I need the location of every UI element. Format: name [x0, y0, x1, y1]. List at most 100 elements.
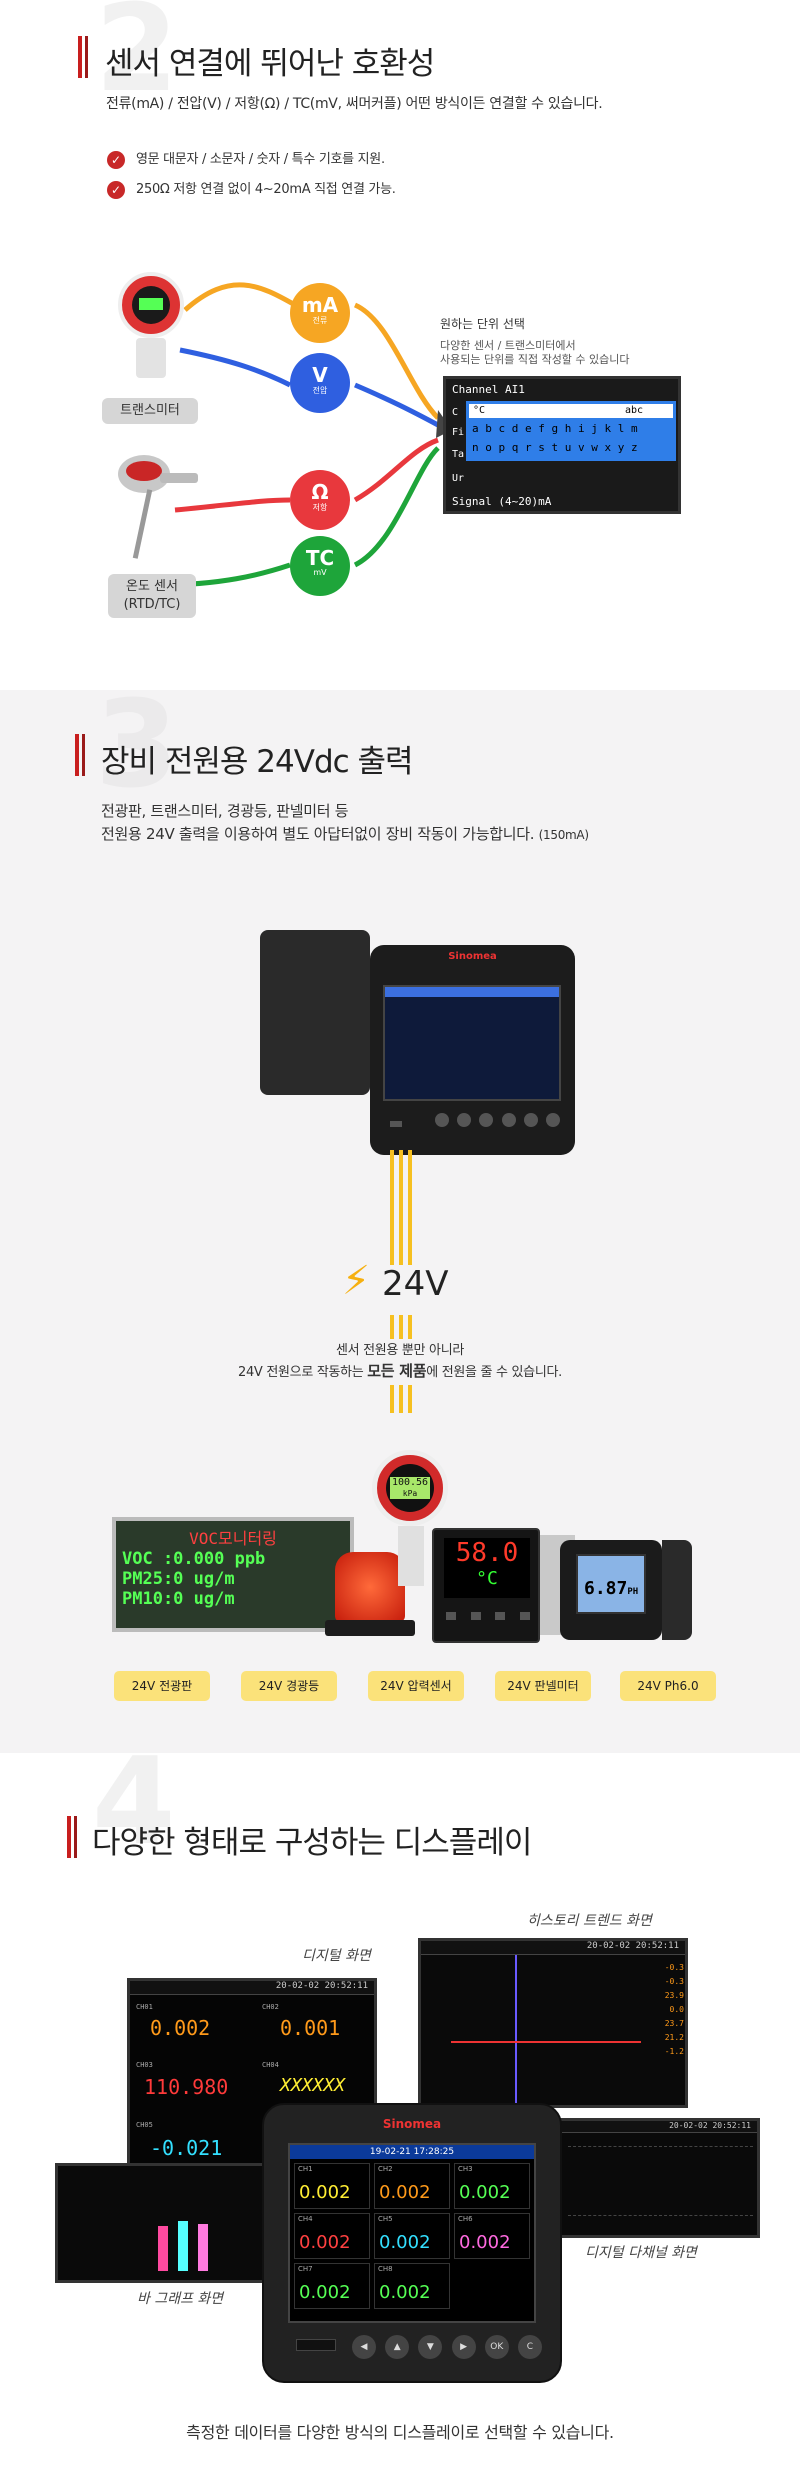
power-lines	[390, 1385, 412, 1413]
thermocouple-tc-badge: TC mV	[290, 536, 350, 596]
usb-port	[296, 2339, 336, 2351]
ok-button[interactable]: OK	[484, 2335, 509, 2359]
key-button[interactable]	[435, 1113, 449, 1127]
key-button[interactable]	[545, 1113, 560, 1127]
accent-bar	[67, 1816, 71, 1858]
badge-panel-meter: 24V 판넬미터	[495, 1671, 591, 1701]
down-arrow-button[interactable]: ▼	[418, 2335, 443, 2359]
ph-meter-side	[662, 1540, 692, 1640]
temperature-sensor-image	[100, 455, 200, 565]
up-arrow-button[interactable]: ▲	[385, 2335, 410, 2359]
keyboard-row[interactable]: a b c d e f g h i j k l m	[472, 422, 638, 435]
key-button[interactable]	[501, 1113, 516, 1127]
keyboard-panel[interactable]: °C abc a b c d e f g h i j k l m n o p q…	[466, 401, 676, 461]
badge-warning-light: 24V 경광등	[241, 1671, 337, 1701]
section-sensor-compat: 2 센서 연결에 뛰어난 호환성 전류(mA) / 전압(V) / 저항(Ω) …	[0, 0, 800, 690]
check-icon: ✓	[107, 151, 125, 169]
voltage-label: 24V	[382, 1264, 449, 1304]
section-number: 4	[92, 1753, 176, 1872]
brand-logo: Sinomea	[448, 951, 497, 962]
digital-screen-label: 디지털 화면	[302, 1948, 371, 1964]
badge-pressure-sensor: 24V 압력센서	[368, 1671, 464, 1701]
accent-bar	[75, 734, 79, 776]
section-footer: 측정한 데이터를 다양한 방식의 디스플레이로 선택할 수 있습니다.	[186, 2423, 614, 2442]
temperature-sensor-label: 온도 센서 (RTD/TC)	[108, 574, 196, 618]
check-icon: ✓	[107, 181, 125, 199]
section-title: 다양한 형태로 구성하는 디스플레이	[92, 1825, 532, 1861]
bar-graph-label: 바 그래프 화면	[137, 2291, 224, 2307]
section-desc: 전광판, 트랜스미터, 경광등, 판넬미터 등	[101, 802, 349, 820]
accent-bar	[74, 1816, 77, 1858]
transmitter-label: 트랜스미터	[102, 398, 198, 424]
key-button[interactable]	[495, 1612, 506, 1620]
key-button[interactable]	[519, 1612, 530, 1620]
history-trend-label: 히스토리 트렌드 화면	[527, 1913, 652, 1929]
screen-signal: Signal (4~20)mA	[452, 495, 552, 508]
section-number: 2	[95, 0, 179, 119]
panel-meter: 58.0 °C	[432, 1528, 540, 1643]
device-screen	[383, 985, 561, 1101]
accent-bar	[85, 36, 88, 78]
brand-logo: Sinomea	[382, 2117, 442, 2131]
section-desc: 전원용 24V 출력을 이용하여 별도 아답터없이 장비 작동이 가능합니다. …	[101, 825, 589, 843]
multichannel-label: 디지털 다채널 화면	[585, 2245, 697, 2261]
clear-button[interactable]: C	[517, 2335, 542, 2359]
power-note: 센서 전원용 뿐만 아니라	[335, 1343, 465, 1358]
key-button[interactable]	[457, 1113, 472, 1127]
accent-bar	[82, 734, 85, 776]
section-number: 3	[95, 690, 179, 815]
section-display-modes: 4 다양한 형태로 구성하는 디스플레이 히스토리 트렌드 화면 디지털 화면 …	[0, 1753, 800, 2490]
accent-bar	[78, 36, 82, 78]
power-lines	[390, 1315, 412, 1339]
power-note: 24V 전원으로 작동하는 모든 제품에 전원을 줄 수 있습니다.	[237, 1362, 562, 1380]
section-title: 센서 연결에 뛰어난 호환성	[105, 46, 435, 82]
key-button[interactable]	[523, 1113, 538, 1127]
section-24v-output: 3 장비 전원용 24Vdc 출력 전광판, 트랜스미터, 경광등, 판넬미터 …	[0, 690, 800, 1753]
key-button[interactable]	[479, 1113, 494, 1127]
unit-input[interactable]: °C abc	[469, 404, 673, 418]
unit-select-desc: 사용되는 단위를 직접 작성할 수 있습니다	[440, 353, 630, 366]
transmitter-image	[108, 272, 194, 390]
check-item: 250Ω 저항 연결 없이 4~20mA 직접 연결 가능.	[136, 182, 396, 197]
bar-graph-screen	[55, 2163, 265, 2283]
key-button[interactable]	[470, 1612, 481, 1620]
resistance-ohm-badge: Ω 저항	[290, 470, 350, 530]
led-board: VOC모니터링 VOC :0.000 ppb PM25:0 ug/m PM10:…	[112, 1517, 354, 1632]
left-arrow-button[interactable]: ◀	[352, 2335, 376, 2359]
right-arrow-button[interactable]: ▶	[451, 2335, 476, 2359]
history-values: -0.3 -0.3 23.9 0.0 23.7 21.2 -1.2	[664, 1963, 684, 2056]
device-side	[260, 930, 370, 1095]
unit-select-title: 원하는 단위 선택	[440, 317, 525, 331]
current-ma-badge: mA 전류	[290, 283, 350, 343]
multichannel-screen: 20-02-02 20:52:11	[555, 2118, 760, 2238]
keyboard-row[interactable]: n o p q r s t u v w x y z	[472, 441, 638, 454]
usb-icon	[390, 1121, 402, 1127]
power-lines	[390, 1150, 412, 1265]
recorder-device: Sinomea	[370, 945, 575, 1155]
section-desc: 전류(mA) / 전압(V) / 저항(Ω) / TC(mV, 써머커플) 어떤…	[106, 96, 603, 112]
check-item: 영문 대문자 / 소문자 / 숫자 / 특수 기호를 지원.	[136, 152, 385, 167]
front-keypad: ◀ ▲ ▼ ▶ OK C	[352, 2335, 542, 2359]
connection-lines	[159, 282, 452, 588]
voltage-v-badge: V 전압	[290, 353, 350, 413]
device-keypad	[435, 1113, 560, 1135]
key-button[interactable]	[446, 1612, 456, 1620]
section-title: 장비 전원용 24Vdc 출력	[101, 744, 414, 780]
unit-entry-screen: Channel AI1 C Fi Ta Ur °C abc a b c d e …	[443, 376, 681, 514]
badge-ph-meter: 24V Ph6.0	[620, 1671, 716, 1701]
ph-meter: 6.87PH	[560, 1540, 662, 1640]
lightning-icon: ⚡	[342, 1258, 371, 1304]
history-trend-screen: 20-02-02 20:52:11 -0.3 -0.3 23.9 0.0 23.…	[418, 1938, 688, 2108]
badge-led-board: 24V 전광판	[114, 1671, 210, 1701]
